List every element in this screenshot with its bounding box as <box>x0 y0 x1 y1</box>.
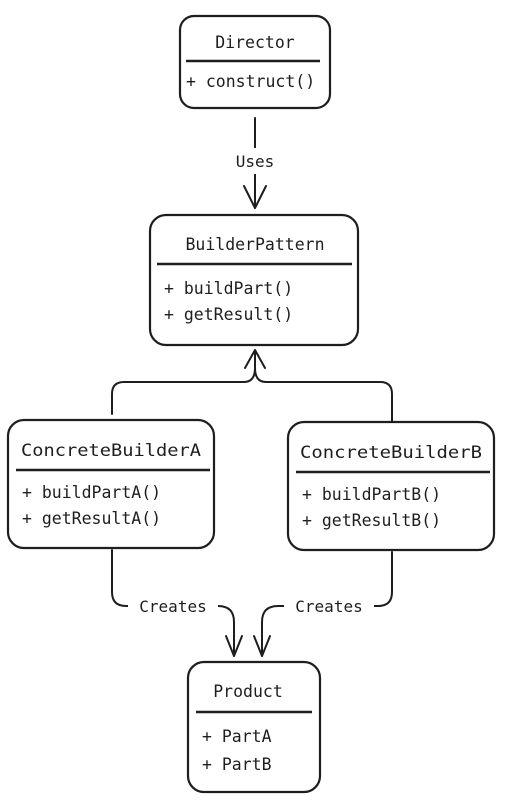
concrete-b-box <box>286 420 496 552</box>
creates-relation-b: Creates <box>253 551 393 657</box>
concrete-b-title: ConcreteBuilderB <box>300 443 482 462</box>
product-member: + PartB <box>202 755 272 774</box>
class-director: Director + construct() <box>178 14 332 110</box>
product-title: Product <box>213 682 283 701</box>
concrete-b-member: + buildPartB() <box>302 485 441 504</box>
director-member: + construct() <box>186 72 315 91</box>
creates-arrowhead-b <box>253 635 271 657</box>
builder-member: + getResult() <box>164 305 293 324</box>
class-builder-pattern: BuilderPattern + buildPart() + getResult… <box>148 213 360 347</box>
inheritance-relation <box>111 349 393 423</box>
class-concrete-builder-b: ConcreteBuilderB + buildPartB() + getRes… <box>286 420 496 552</box>
creates-arrowhead-a <box>225 635 243 657</box>
builder-member: + buildPart() <box>164 279 293 298</box>
inheritance-line-a <box>111 351 256 415</box>
inheritance-line-b <box>254 367 393 423</box>
creates-relation-a: Creates <box>111 549 243 657</box>
director-title: Director <box>215 33 295 52</box>
builder-box <box>148 213 360 347</box>
uses-arrowhead <box>243 185 267 209</box>
product-box <box>186 660 322 794</box>
class-product: Product + PartA + PartB <box>186 660 322 794</box>
builder-title: BuilderPattern <box>185 235 324 254</box>
uses-relation: Uses <box>222 117 288 209</box>
creates-label-a: Creates <box>139 597 206 616</box>
product-member: + PartA <box>202 727 272 746</box>
class-concrete-builder-a: ConcreteBuilderA + buildPartA() + getRes… <box>6 418 216 550</box>
concrete-b-member: + getResultB() <box>302 511 441 530</box>
creates-label-b: Creates <box>295 597 362 616</box>
uses-label: Uses <box>236 152 275 171</box>
concrete-a-member: + buildPartA() <box>22 483 161 502</box>
inheritance-arrowhead <box>244 349 266 369</box>
concrete-a-title: ConcreteBuilderA <box>21 441 201 460</box>
concrete-a-box <box>6 418 216 550</box>
concrete-a-member: + getResultA() <box>22 509 161 528</box>
